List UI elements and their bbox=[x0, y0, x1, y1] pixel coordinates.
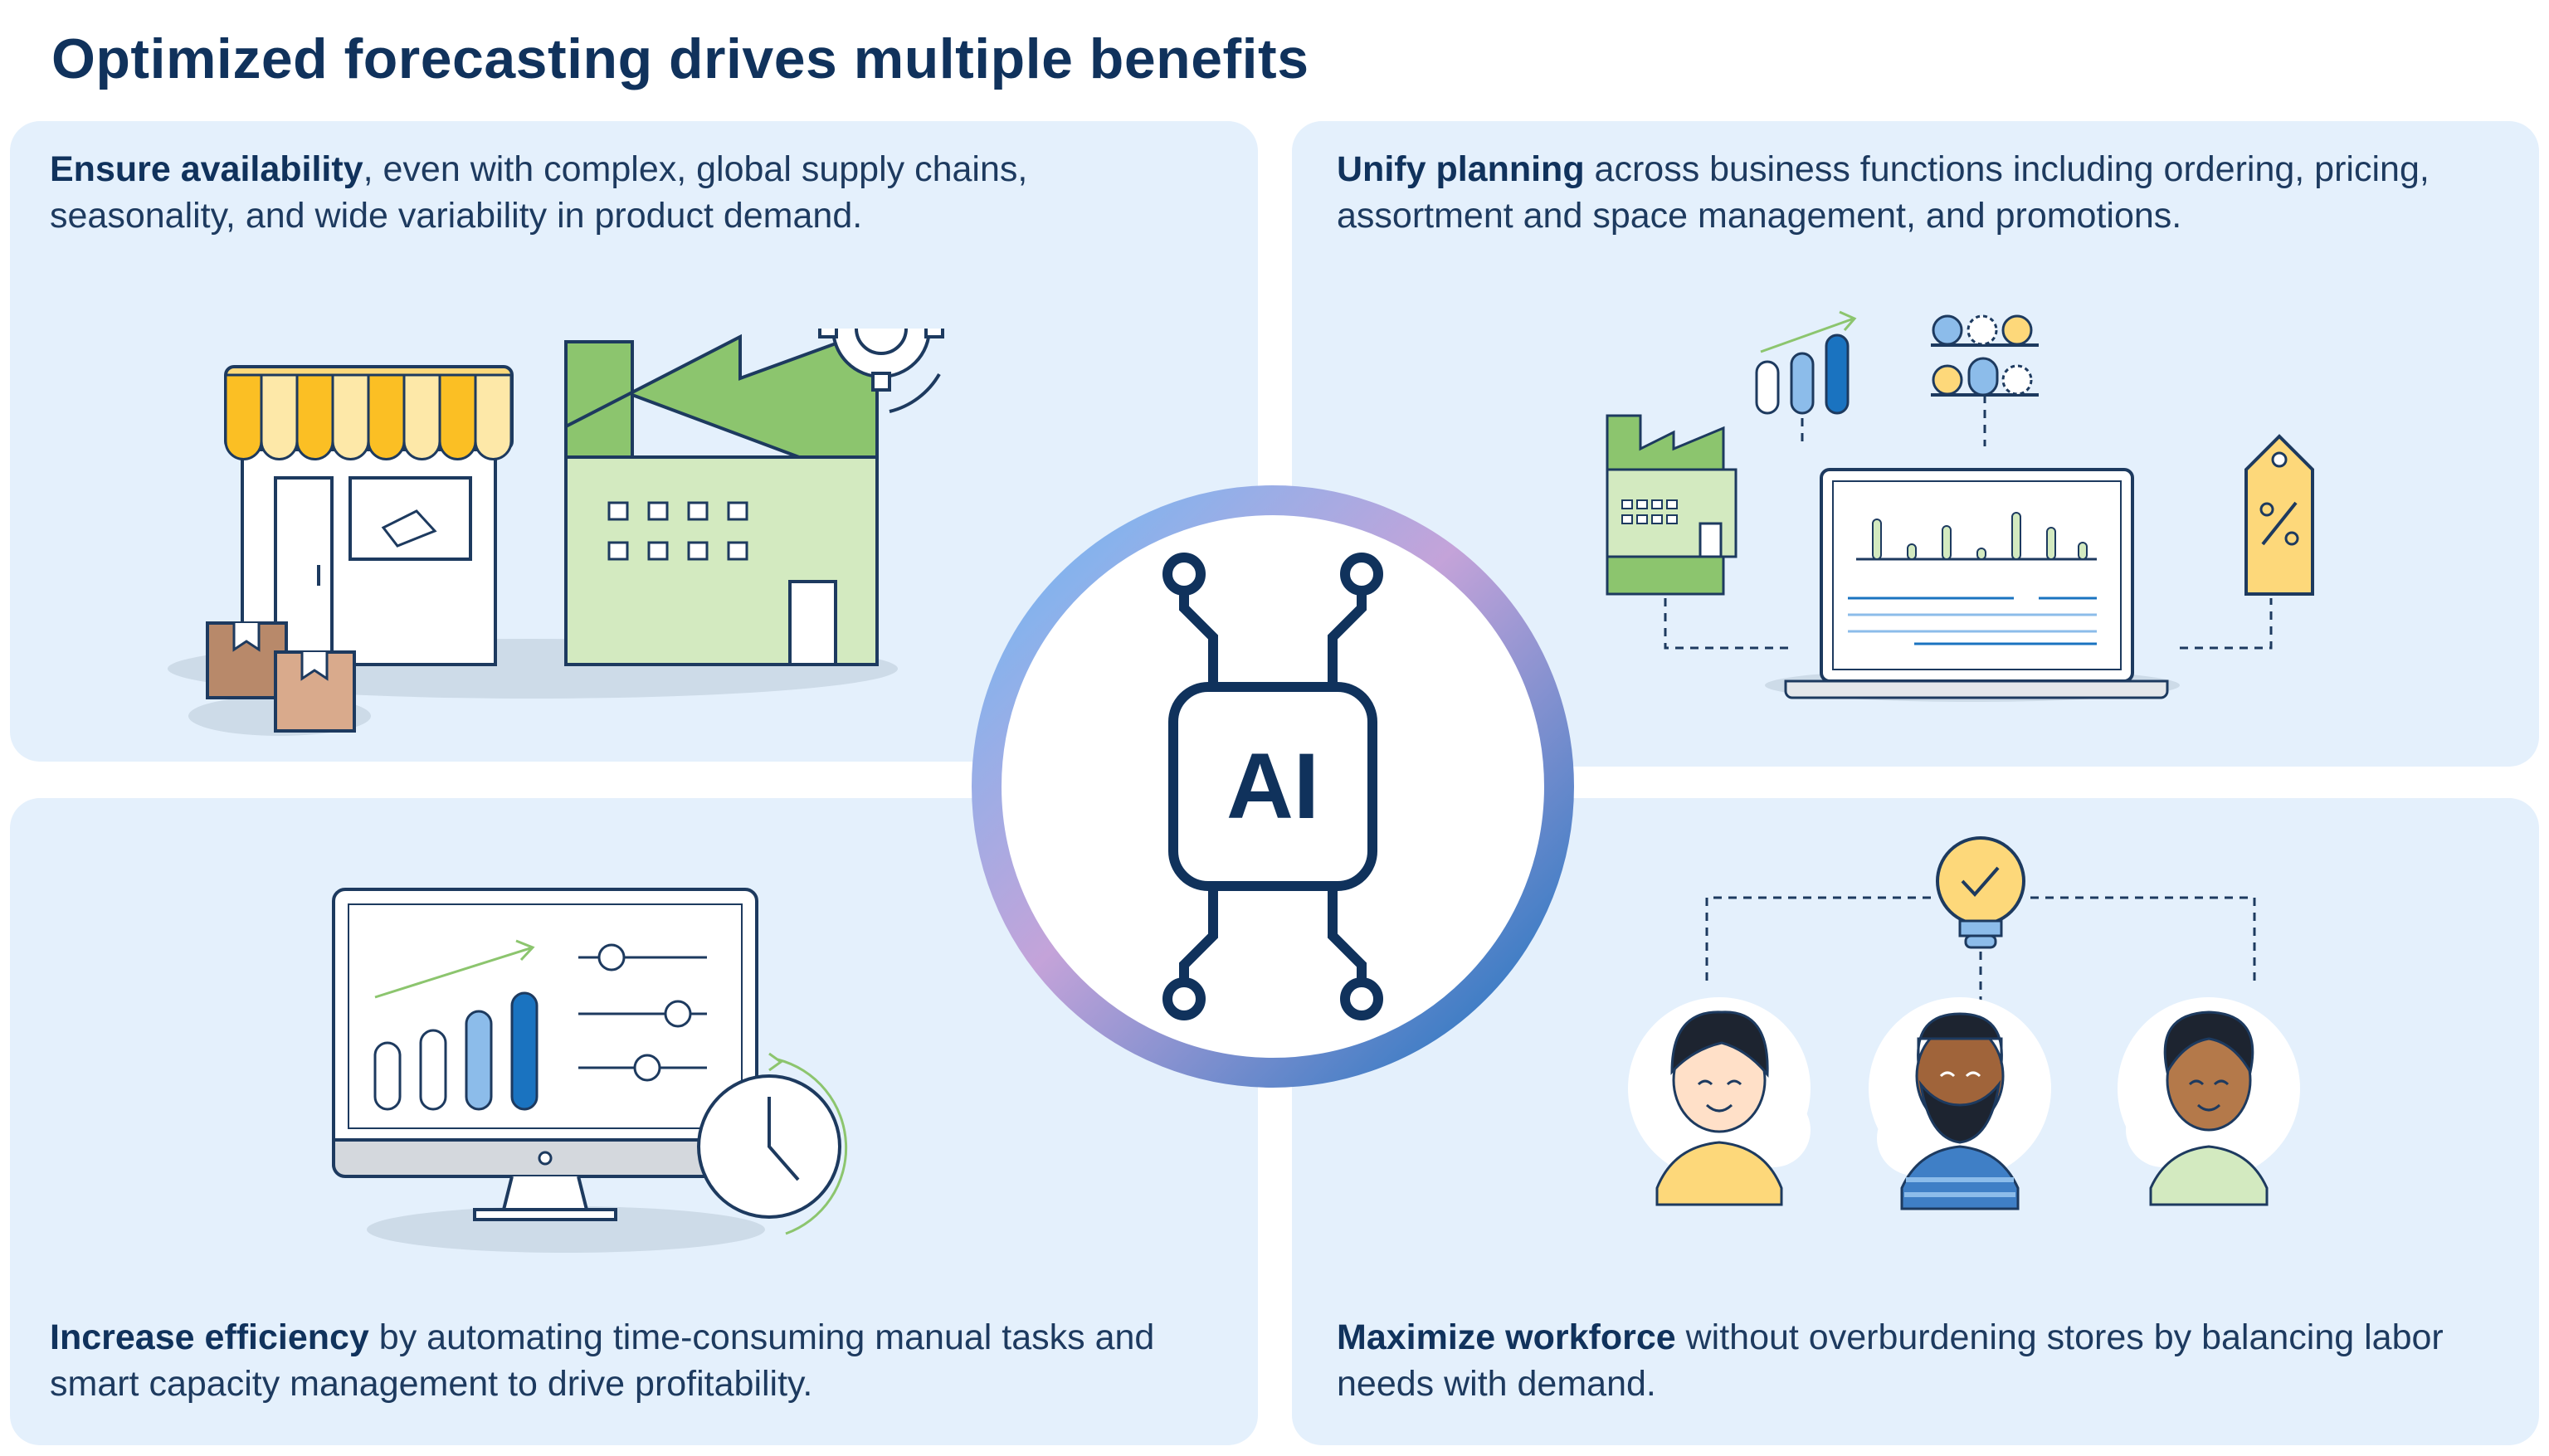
panel-unify-heading: Unify planning bbox=[1337, 149, 1585, 189]
panel-workforce-text: Maximize workforce without overburdening… bbox=[1337, 1314, 2498, 1407]
price-tag-icon bbox=[2244, 434, 2314, 596]
ai-hub: AI bbox=[972, 485, 1574, 1088]
factory-icon bbox=[1606, 414, 1738, 596]
person-icon bbox=[2118, 997, 2300, 1206]
clock-icon bbox=[697, 1052, 848, 1235]
efficiency-illustration bbox=[332, 888, 848, 1253]
person-icon bbox=[1628, 997, 1811, 1206]
bar-chart-icon bbox=[1755, 310, 1857, 415]
bar-chart-icon bbox=[373, 939, 539, 1111]
panel-ensure-heading: Ensure availability bbox=[50, 149, 363, 189]
panel-efficiency-heading: Increase efficiency bbox=[50, 1317, 369, 1357]
store-factory-illustration bbox=[168, 329, 944, 736]
panel-workforce-body: without overburdening stores by balancin… bbox=[1337, 1317, 2444, 1404]
package-icon bbox=[206, 621, 356, 733]
lightbulb-icon bbox=[1936, 836, 2025, 949]
panel-ensure-text: Ensure availability, even with complex, … bbox=[50, 146, 1211, 239]
planning-illustration bbox=[1606, 310, 2314, 702]
factory-icon bbox=[564, 329, 879, 666]
panel-unify-body: across business functions including orde… bbox=[1337, 149, 2430, 236]
person-icon bbox=[1869, 997, 2051, 1210]
panel-ensure-availability: Ensure availability, even with complex, … bbox=[10, 121, 1258, 762]
gear-icon bbox=[818, 329, 944, 413]
panel-efficiency-text: Increase efficiency by automating time-c… bbox=[50, 1314, 1211, 1407]
panel-ensure-body: , even with complex, global supply chain… bbox=[50, 149, 1028, 236]
store-icon bbox=[224, 365, 514, 666]
ai-label: AI bbox=[1226, 734, 1319, 838]
panel-efficiency-body: by automating time-consuming manual task… bbox=[50, 1317, 1155, 1404]
ai-chip-icon bbox=[1162, 553, 1383, 1020]
laptop-icon bbox=[1784, 468, 2169, 699]
slider-icon bbox=[578, 943, 707, 1082]
panel-unify-text: Unify planning across business functions… bbox=[1337, 146, 2498, 239]
workforce-illustration bbox=[1628, 836, 2300, 1210]
panel-workforce-heading: Maximize workforce bbox=[1337, 1317, 1676, 1357]
shelf-icon bbox=[1931, 314, 2039, 397]
page-title: Optimized forecasting drives multiple be… bbox=[51, 27, 1309, 90]
